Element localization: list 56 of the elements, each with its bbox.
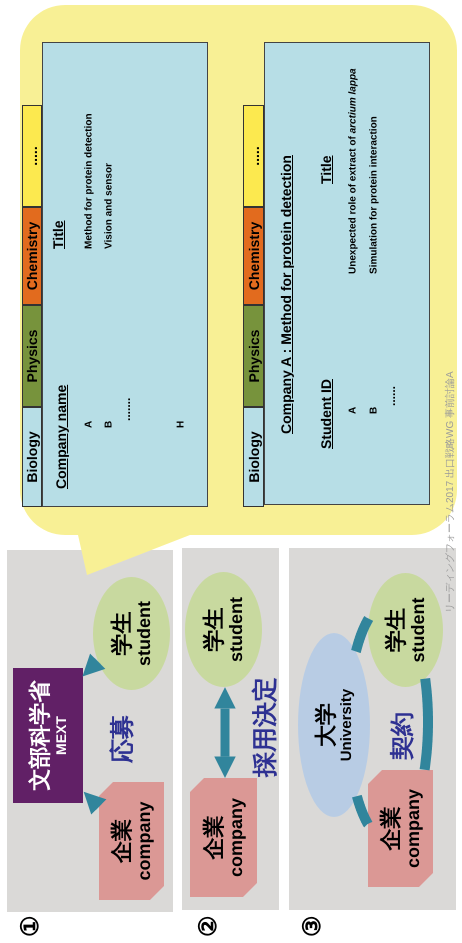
node-label: 学生 bbox=[382, 608, 408, 652]
node-label: student bbox=[408, 598, 428, 662]
node-label: 学生 bbox=[108, 612, 134, 656]
node-label: 企業 bbox=[108, 819, 134, 863]
node-label: University bbox=[338, 688, 356, 762]
step-number: ① bbox=[16, 915, 45, 937]
node-label: student bbox=[134, 601, 154, 666]
table-cell: A bbox=[84, 420, 94, 428]
step-number: ③ bbox=[298, 915, 327, 937]
table-cell: Vision and sensor bbox=[104, 163, 114, 249]
category-tab: Biology bbox=[22, 407, 42, 507]
table-cell: Simulation for protein interaction bbox=[368, 116, 380, 274]
column-header: Title bbox=[318, 155, 334, 184]
node-label: 大学 bbox=[312, 703, 338, 747]
category-tab: Chemistry bbox=[243, 207, 264, 305]
table-cell: B bbox=[104, 420, 114, 428]
category-tab: Chemistry bbox=[22, 207, 42, 305]
list-table bbox=[264, 42, 430, 505]
column-header: Student ID bbox=[318, 379, 334, 449]
table-cell: B bbox=[368, 406, 380, 414]
category-tab: Biology bbox=[243, 407, 264, 507]
company-box bbox=[99, 782, 164, 900]
arrow bbox=[214, 687, 236, 778]
table-cell: Method for protein detection bbox=[84, 113, 94, 249]
table-cell: A bbox=[348, 406, 358, 414]
node-label: 文部科学省 bbox=[27, 680, 53, 790]
company-box bbox=[190, 778, 257, 897]
table-cell: H bbox=[176, 420, 186, 428]
arrow bbox=[84, 792, 107, 815]
category-tab: ..... bbox=[243, 105, 264, 207]
table-cell: ....... bbox=[119, 398, 133, 421]
node-label: 企業 bbox=[378, 806, 403, 850]
category-tab: ..... bbox=[22, 105, 42, 207]
node-label: MEXT bbox=[52, 716, 69, 755]
column-header: Title bbox=[50, 220, 66, 249]
ministry-box bbox=[13, 668, 83, 803]
table-cell: Unexpected role of extract of arctium lappa bbox=[348, 68, 358, 274]
node-label: company bbox=[226, 798, 246, 878]
edge-label: 採用決定 bbox=[250, 677, 280, 777]
footer-note: リーディングフォーラム2017 出口戦略WG 事前討論A bbox=[444, 371, 457, 613]
column-header: Company name bbox=[53, 384, 69, 489]
table-cell: ...... bbox=[384, 386, 398, 406]
node-label: company bbox=[134, 801, 154, 881]
node-label: company bbox=[402, 788, 424, 868]
node-label: 企業 bbox=[200, 816, 226, 860]
action-label: 応募 bbox=[108, 715, 137, 763]
list-table bbox=[42, 42, 208, 507]
category-tab: Physics bbox=[243, 305, 264, 407]
arrow bbox=[82, 654, 106, 676]
node-label: 学生 bbox=[200, 608, 226, 652]
edge-label: 契約 bbox=[388, 712, 417, 760]
category-tab: Physics bbox=[22, 305, 42, 407]
step-number: ② bbox=[194, 915, 223, 937]
column-header: Company A : Method for protein detection bbox=[278, 155, 294, 434]
company-box bbox=[368, 770, 433, 887]
node-label: student bbox=[226, 597, 246, 662]
